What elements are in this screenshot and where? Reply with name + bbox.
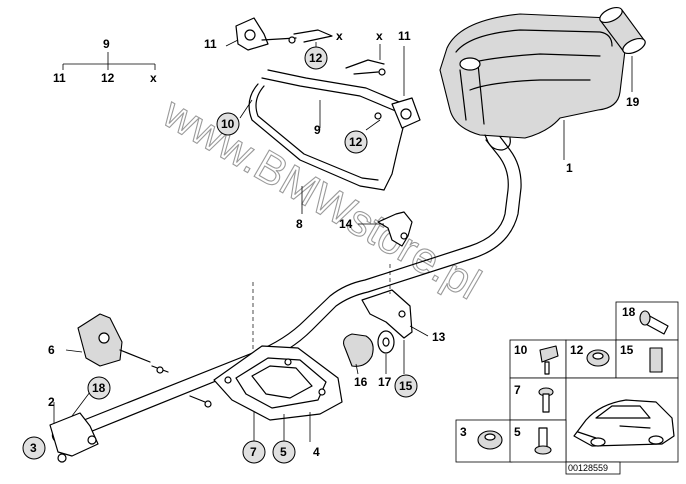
callout-6: 6 (48, 343, 55, 357)
callout-4: 4 (313, 445, 320, 459)
legend-title: 9 (103, 37, 110, 51)
callout-10: 10 (221, 117, 235, 131)
callout-2: 2 (48, 395, 55, 409)
circled-callouts: 12 10 12 18 3 7 5 15 (22, 46, 418, 464)
callout-1: 1 (566, 161, 573, 175)
table-label-3: 3 (460, 425, 467, 439)
bracket-mid (377, 211, 413, 247)
hanger-assembly (235, 17, 421, 191)
callout-14: 14 (339, 217, 353, 231)
table-label-12: 12 (570, 343, 584, 357)
callout-x-mid: x (376, 29, 383, 43)
legend-item-x: x (150, 71, 157, 85)
callout-13: 13 (432, 330, 446, 344)
leader-lines (53, 39, 633, 442)
table-label-18: 18 (622, 305, 636, 319)
table-label-15: 15 (620, 343, 634, 357)
car-thumbnail (573, 399, 675, 447)
bracket-right (361, 289, 413, 339)
callout-18: 18 (92, 381, 106, 395)
heat-shield (189, 345, 343, 421)
callout-15: 15 (399, 379, 413, 393)
tailpipe-trim (599, 6, 646, 55)
callout-3: 3 (30, 441, 37, 455)
callouts: 1 19 9 8 14 13 6 2 4 11 11 x x 16 17 (48, 29, 640, 459)
callout-x-top: x (336, 29, 343, 43)
callout-16: 16 (354, 375, 368, 389)
callout-11-left: 11 (204, 37, 217, 51)
table-label-5: 5 (514, 425, 521, 439)
callout-11-right: 11 (398, 29, 411, 43)
rubber-mount-left (77, 313, 169, 374)
drawing-code: 00128559 (568, 463, 608, 473)
callout-8: 8 (296, 217, 303, 231)
callout-12-top: 12 (309, 51, 323, 65)
callout-19: 19 (626, 95, 640, 109)
exhaust-pipe (49, 133, 522, 463)
table-label-7: 7 (514, 383, 521, 397)
callout-7: 7 (250, 445, 257, 459)
muffler (439, 13, 627, 151)
legend: 9 11 12 x (53, 37, 157, 85)
legend-item-12: 12 (101, 71, 115, 85)
table-label-10: 10 (514, 343, 528, 357)
callout-17: 17 (378, 375, 392, 389)
rubber-buffer (343, 330, 395, 367)
parts-table: 18 10 12 15 7 3 5 (455, 301, 679, 475)
legend-item-11: 11 (53, 71, 66, 85)
watermark: www.BMWstore.pl (154, 88, 488, 309)
callout-5: 5 (280, 445, 287, 459)
callout-12-center: 12 (349, 135, 363, 149)
callout-9: 9 (314, 123, 321, 137)
